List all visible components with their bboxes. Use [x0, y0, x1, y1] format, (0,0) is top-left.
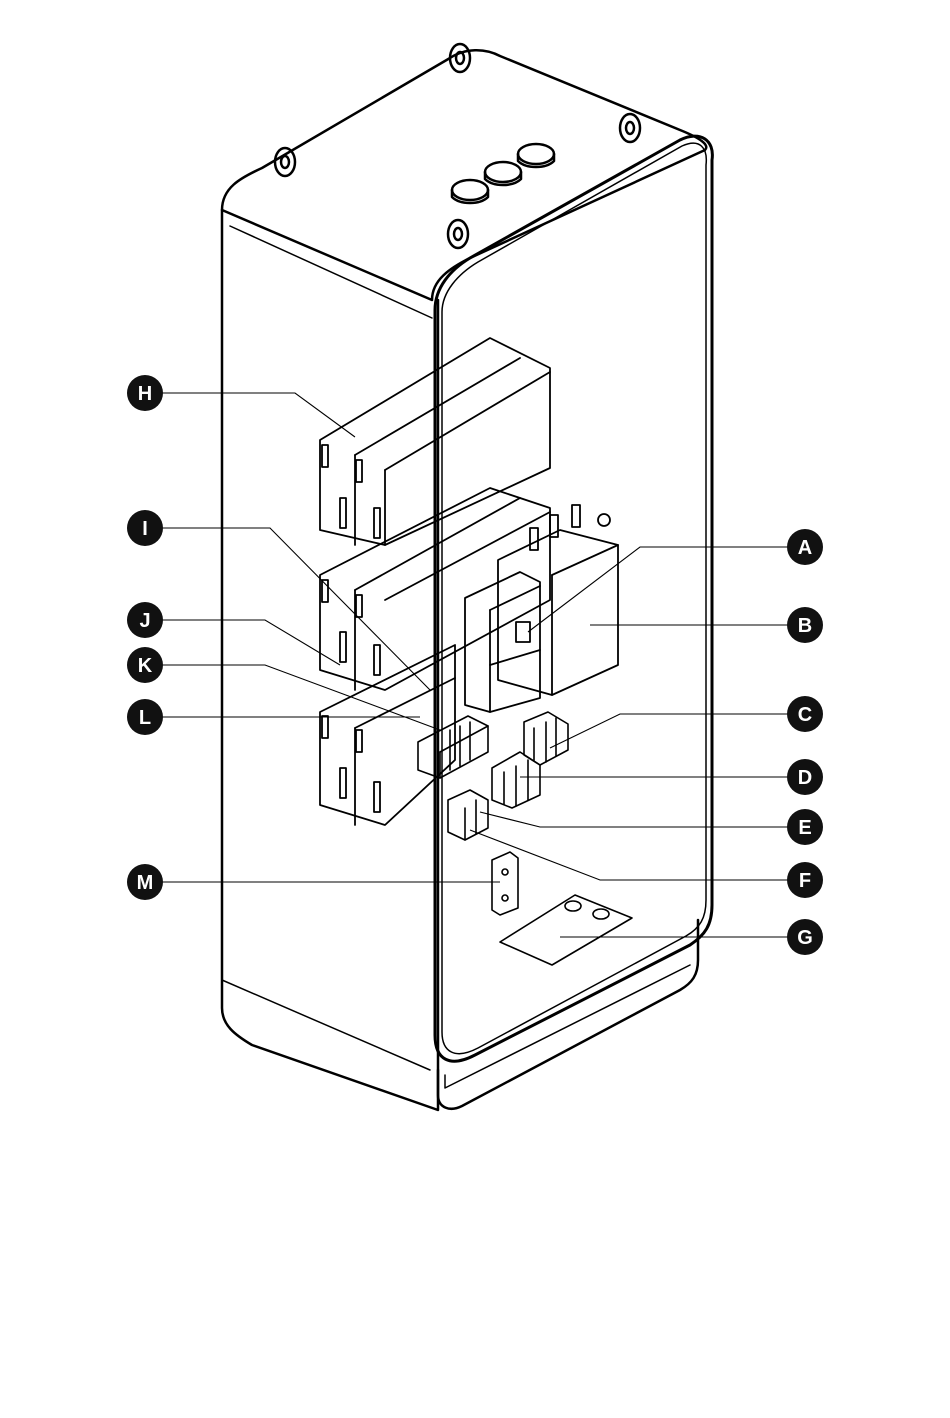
callout-label-k: K	[138, 655, 153, 677]
breaker-block-c	[524, 712, 568, 765]
leader-line-e	[480, 812, 805, 827]
cabinet	[222, 44, 712, 1110]
callout-label-m: M	[137, 872, 154, 894]
leader-line-j	[145, 620, 340, 665]
leader-line-a	[528, 547, 805, 632]
callout-badge-b: B	[787, 607, 823, 643]
callout-badge-g: G	[787, 919, 823, 955]
callout-label-d: D	[798, 767, 812, 789]
cable-gland-icon	[518, 144, 554, 167]
callout-badge-j: J	[127, 602, 163, 638]
callout-badge-c: C	[787, 696, 823, 732]
lifting-eye-icon	[620, 114, 640, 142]
callout-label-j: J	[139, 610, 150, 632]
cabinet-door	[435, 136, 712, 1061]
callout-label-f: F	[799, 870, 811, 892]
callout-badge-a: A	[787, 529, 823, 565]
callout-label-i: I	[142, 518, 148, 540]
callout-badge-f: F	[787, 862, 823, 898]
callout-label-g: G	[797, 927, 813, 949]
leader-line-i	[145, 528, 430, 690]
lifting-eye-icon	[448, 220, 468, 248]
cable-gland-icon	[452, 180, 488, 203]
callout-badge-l: L	[127, 699, 163, 735]
callout-badge-i: I	[127, 510, 163, 546]
callout-badge-m: M	[127, 864, 163, 900]
callout-badge-k: K	[127, 647, 163, 683]
cabinet-left-side	[222, 210, 438, 1110]
callout-label-e: E	[798, 817, 811, 839]
lifting-eye-icon	[450, 44, 470, 72]
callout-label-c: C	[798, 704, 812, 726]
transformer	[498, 505, 618, 695]
gland-plate-g	[500, 895, 632, 965]
mounting-bracket-m	[492, 852, 518, 915]
breaker-block-d	[492, 752, 540, 808]
leader-line-c	[550, 714, 805, 748]
callout-label-b: B	[798, 615, 812, 637]
callout-label-a: A	[798, 537, 812, 559]
callout-badge-d: D	[787, 759, 823, 795]
lifting-eye-icon	[275, 148, 295, 176]
callout-badge-e: E	[787, 809, 823, 845]
cable-gland-icon	[485, 162, 521, 185]
callout-label-l: L	[139, 707, 151, 729]
callout-badge-h: H	[127, 375, 163, 411]
main-breaker	[465, 572, 540, 712]
leader-line-h	[145, 393, 355, 437]
callout-label-h: H	[138, 383, 152, 405]
contactor-e	[448, 790, 488, 840]
cabinet-base	[438, 920, 698, 1109]
leader-line-f	[470, 830, 805, 880]
